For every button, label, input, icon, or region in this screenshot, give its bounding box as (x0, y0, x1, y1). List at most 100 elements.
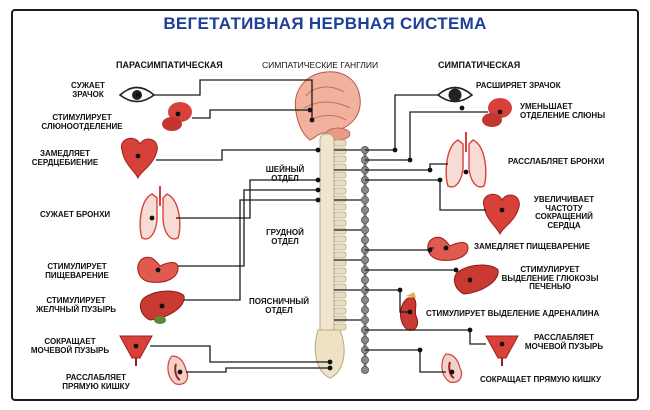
ganglion (360, 365, 369, 374)
nerve-nodes (133, 92, 505, 375)
lungs-icon (445, 132, 487, 188)
vertebrae (333, 139, 347, 331)
nerve-node (133, 343, 139, 349)
nerve-node (315, 187, 321, 193)
ganglion (360, 195, 369, 204)
vertebra (333, 195, 347, 203)
page-title: ВЕГЕТАТИВНАЯ НЕРВНАЯ СИСТЕМА (163, 14, 487, 33)
nerve-line (365, 349, 446, 373)
nerve-node (427, 247, 433, 253)
ganglion (360, 305, 369, 314)
vertebra (333, 283, 347, 291)
nerve-node (449, 369, 455, 375)
ganglion (360, 315, 369, 324)
nerve-pathways (150, 79, 488, 373)
ganglion (360, 235, 369, 244)
vertebra (333, 171, 347, 179)
vertebra (333, 147, 347, 155)
diagram-frame (11, 9, 639, 401)
nerve-node (497, 109, 503, 115)
ganglion (360, 335, 369, 344)
vertebra (333, 211, 347, 219)
ganglion (360, 275, 369, 284)
salivary-gland-icon (162, 102, 192, 131)
vertebra (333, 259, 347, 267)
nerve-node (392, 147, 398, 153)
nerve-node (155, 267, 161, 273)
ganglion (360, 215, 369, 224)
nerve-node (315, 177, 321, 183)
eye-icon (436, 86, 474, 103)
salivary-gland-icon (482, 98, 512, 127)
para-label-bronchi: СУЖАЕТ БРОНХИ (40, 210, 111, 219)
nerve-line (365, 111, 488, 161)
ganglion (360, 255, 369, 264)
symp-label-digestion: ЗАМЕДЛЯЕТ ПИЩЕВАРЕНИЕ (474, 242, 590, 251)
ganglion (360, 225, 369, 234)
vertebra (333, 243, 347, 251)
vertebra (333, 203, 347, 211)
rectum-icon (167, 355, 189, 385)
nerve-line (178, 189, 318, 267)
symp-label-adrenaline: СТИМУЛИРУЕТ ВЫДЕЛЕНИЕ АДРЕНАЛИНА (426, 309, 600, 318)
header-parasympathetic: ПАРАСИМПАТИЧЕСКАЯ (116, 60, 223, 70)
vertebra (333, 299, 347, 307)
ganglion (360, 355, 369, 364)
symp-label-bronchi: РАССЛАБЛЯЕТ БРОНХИ (508, 157, 605, 166)
nerve-line (365, 163, 448, 171)
symp-label-rectum: СОКРАЩАЕТ ПРЯМУЮ КИШКУ (480, 375, 601, 384)
vertebra (333, 187, 347, 195)
nerve-line (186, 367, 330, 373)
nerve-node (175, 111, 181, 117)
symp-label-pupil: РАСШИРЯЕТ ЗРАЧОК (476, 81, 561, 90)
nerve-line (365, 247, 434, 251)
lungs-icon (139, 186, 181, 240)
nerve-node (307, 107, 313, 113)
nerve-line (365, 94, 438, 151)
rectum-icon (441, 353, 463, 383)
vertebra (333, 323, 347, 331)
brain-icon (294, 71, 361, 141)
nerve-line (184, 199, 318, 301)
vertebra (333, 219, 347, 227)
vertebra (333, 163, 347, 171)
nerve-line (192, 109, 310, 119)
nerve-node (443, 245, 449, 251)
liver-icon (453, 264, 499, 295)
nerve-line (365, 289, 408, 313)
nerve-line (150, 345, 330, 363)
nerve-node (135, 153, 141, 159)
vertebra (333, 307, 347, 315)
heart-icon (120, 137, 158, 180)
ganglion (360, 295, 369, 304)
nerve-line (154, 79, 313, 120)
nerve-node (463, 169, 469, 175)
vertebra (333, 291, 347, 299)
nerve-node (499, 207, 505, 213)
nerve-node (159, 303, 165, 309)
spinal-cord (314, 133, 345, 379)
nerve-node (459, 105, 465, 111)
ganglion (360, 185, 369, 194)
vertebra (333, 179, 347, 187)
nerve-node (407, 309, 413, 315)
nerve-node (327, 365, 333, 371)
vertebra (333, 227, 347, 235)
vertebra (333, 267, 347, 275)
nerve-node (467, 327, 473, 333)
nerve-node (499, 341, 505, 347)
vertebra (333, 155, 347, 163)
vertebra (333, 315, 347, 323)
